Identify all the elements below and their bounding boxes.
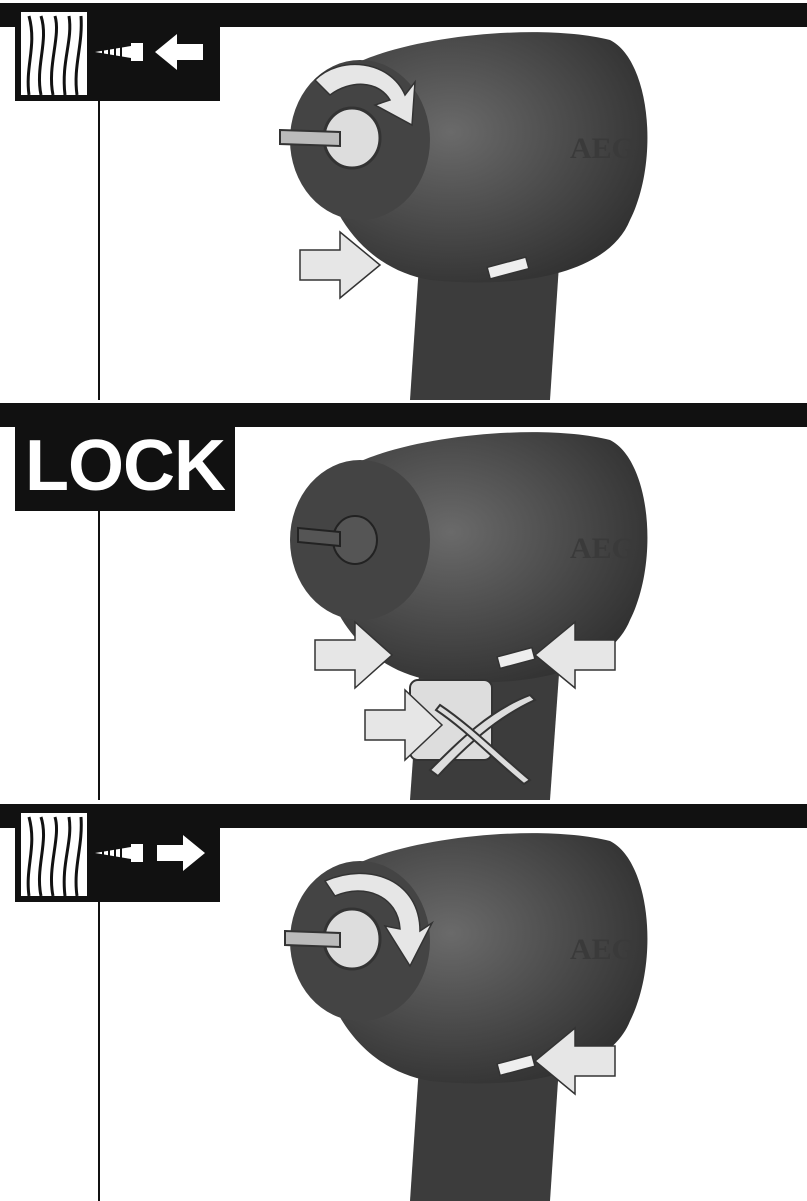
- divider-line: [98, 897, 100, 1201]
- impact-driver-illustration: AEG: [230, 801, 807, 1201]
- arrow-right-icon: [157, 835, 205, 871]
- brand-logo: AEG: [570, 132, 635, 165]
- panel-lock: LOCK AEG: [0, 400, 807, 800]
- divider-line: [98, 510, 100, 800]
- wood-grain-icon: [21, 813, 87, 896]
- lock-label: LOCK: [15, 421, 235, 511]
- lock-label-box: LOCK: [15, 421, 235, 511]
- screw-icon: [95, 43, 143, 61]
- divider-line: [98, 96, 100, 400]
- arrow-left-icon: [155, 34, 203, 70]
- symbol-box: [15, 807, 220, 902]
- screw-icon: [95, 844, 143, 862]
- brand-logo: AEG: [570, 933, 635, 966]
- wood-grain-icon: [21, 12, 87, 95]
- impact-driver-illustration: AEG: [230, 0, 807, 400]
- symbol-box: [15, 6, 220, 101]
- panel-reverse: AEG: [0, 0, 807, 400]
- impact-driver-illustration: AEG: [230, 400, 807, 800]
- brand-logo: AEG: [570, 532, 635, 565]
- panel-forward: AEG: [0, 801, 807, 1201]
